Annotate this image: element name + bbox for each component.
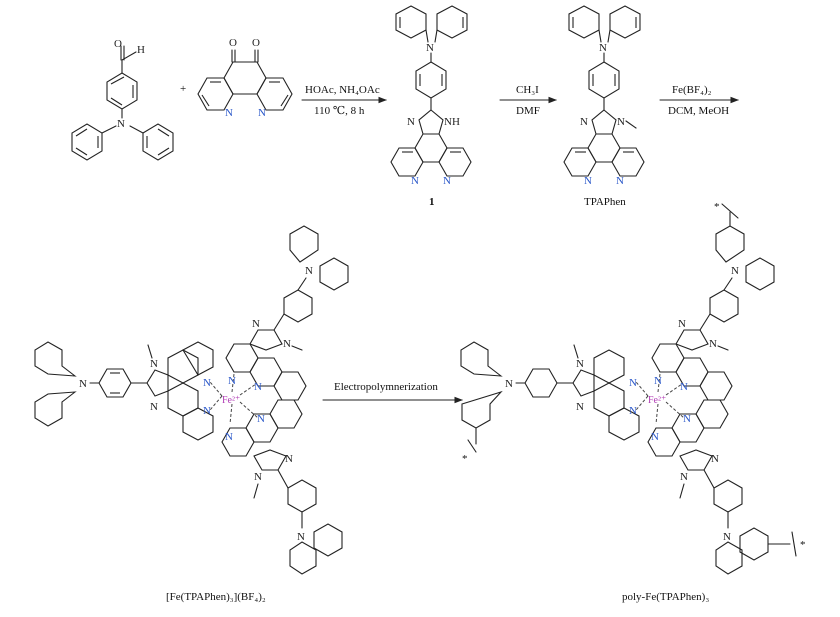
dione-o1-label: O [229, 37, 237, 49]
dione-o2-label: O [252, 37, 260, 49]
pyridine-n-label: N [616, 175, 624, 187]
polymer-label: poly-Fe(TPAPhen)₃ [622, 591, 709, 603]
pyridine-n-label: N [411, 175, 419, 187]
methyl-n-label: N [150, 358, 158, 370]
pyridine-n-label: N [203, 377, 211, 389]
methyl-n-label: N [617, 116, 625, 128]
tpaphen-label: TPAPhen [584, 196, 626, 208]
tpaphen-structure: N N N N N [563, 5, 645, 187]
arrow1-conditions-top: HOAc, NH₄OAc [305, 84, 380, 96]
imidazole-n-label: N [252, 318, 260, 330]
reaction-arrow-3: Fe(BF₄)₂ DCM, MeOH [659, 84, 740, 117]
amine-n-label: N [731, 265, 739, 277]
pyridine-n-label: N [443, 175, 451, 187]
imidazole-n-label: N [407, 116, 415, 128]
plus-sign: + [180, 83, 186, 95]
arrow2-conditions-bottom: DMF [516, 105, 540, 117]
arrow4-conditions-top: Electropolymnerization [334, 381, 438, 393]
polymer-structure: Fe²⁺ N N N N N * N N N N [460, 201, 806, 575]
imidazole-n-label: N [150, 401, 158, 413]
compound-1-structure: N N NH N N [390, 5, 472, 187]
arrow3-conditions-bottom: DCM, MeOH [668, 105, 729, 117]
arrow2-conditions-top: CH₃I [516, 84, 539, 96]
methyl-n-label: N [576, 358, 584, 370]
amine-n-label: N [297, 531, 305, 543]
imidazole-n-label: N [711, 453, 719, 465]
arrow3-conditions-top: Fe(BF₄)₂ [672, 84, 712, 96]
pyridine-n-label: N [651, 431, 659, 443]
reaction-arrow-4: Electropolymnerization [322, 381, 464, 404]
methyl-n-label: N [254, 471, 262, 483]
amine-n-label: N [426, 42, 434, 54]
reaction-arrow-2: CH₃I DMF [499, 84, 558, 117]
iron-center-label: Fe²⁺ [648, 395, 666, 406]
pyridine-n-label: N [654, 375, 662, 387]
pyridine-n-label: N [629, 405, 637, 417]
methyl-n-label: N [283, 338, 291, 350]
compound-1-label: 1 [429, 196, 435, 208]
iron-center-label: Fe²⁺ [222, 395, 240, 406]
amine-n-label: N [505, 378, 513, 390]
pyridine-n-label: N [228, 375, 236, 387]
phenanthroline-dione: O O N N [197, 37, 293, 119]
imidazole-n-label: N [576, 401, 584, 413]
triphenylamine-aldehyde: O H N [71, 38, 174, 161]
imidazole-n-label: N [285, 453, 293, 465]
pyridine-n-label: N [257, 413, 265, 425]
pyridine-n-label: N [225, 431, 233, 443]
methyl-n-label: N [680, 471, 688, 483]
imidazole-n-label: N [580, 116, 588, 128]
complex-label: [Fe(TPAPhen)₃](BF₄)₂ [166, 591, 266, 603]
amine-n-label: N [79, 378, 87, 390]
arrow1-conditions-bottom: 110 ℃, 8 h [314, 105, 365, 117]
pyridine-n-label: N [683, 413, 691, 425]
imidazole-n-label: N [678, 318, 686, 330]
amine-n-label: N [599, 42, 607, 54]
pyridine-n-label: N [629, 377, 637, 389]
reaction-arrow-1: HOAc, NH₄OAc 110 ℃, 8 h [301, 84, 388, 117]
chain-end-star: * [462, 453, 468, 465]
pyridine-n-label: N [254, 381, 262, 393]
amine-n-label: N [117, 118, 125, 130]
pyridine-n-label: N [225, 107, 233, 119]
ketone-oxygen-label: O [114, 38, 122, 50]
chain-end-star: * [714, 201, 720, 213]
chain-end-star: * [800, 539, 806, 551]
pyridine-n-label: N [203, 405, 211, 417]
methyl-n-label: N [709, 338, 717, 350]
pyridine-n-label: N [680, 381, 688, 393]
imidazole-nh-label: NH [444, 116, 460, 128]
pyridine-n-label: N [258, 107, 266, 119]
amine-n-label: N [305, 265, 313, 277]
aldehyde-h-label: H [137, 44, 145, 56]
fe-complex-structure: Fe²⁺ N N N N N N N N N [34, 225, 349, 575]
pyridine-n-label: N [584, 175, 592, 187]
amine-n-label: N [723, 531, 731, 543]
